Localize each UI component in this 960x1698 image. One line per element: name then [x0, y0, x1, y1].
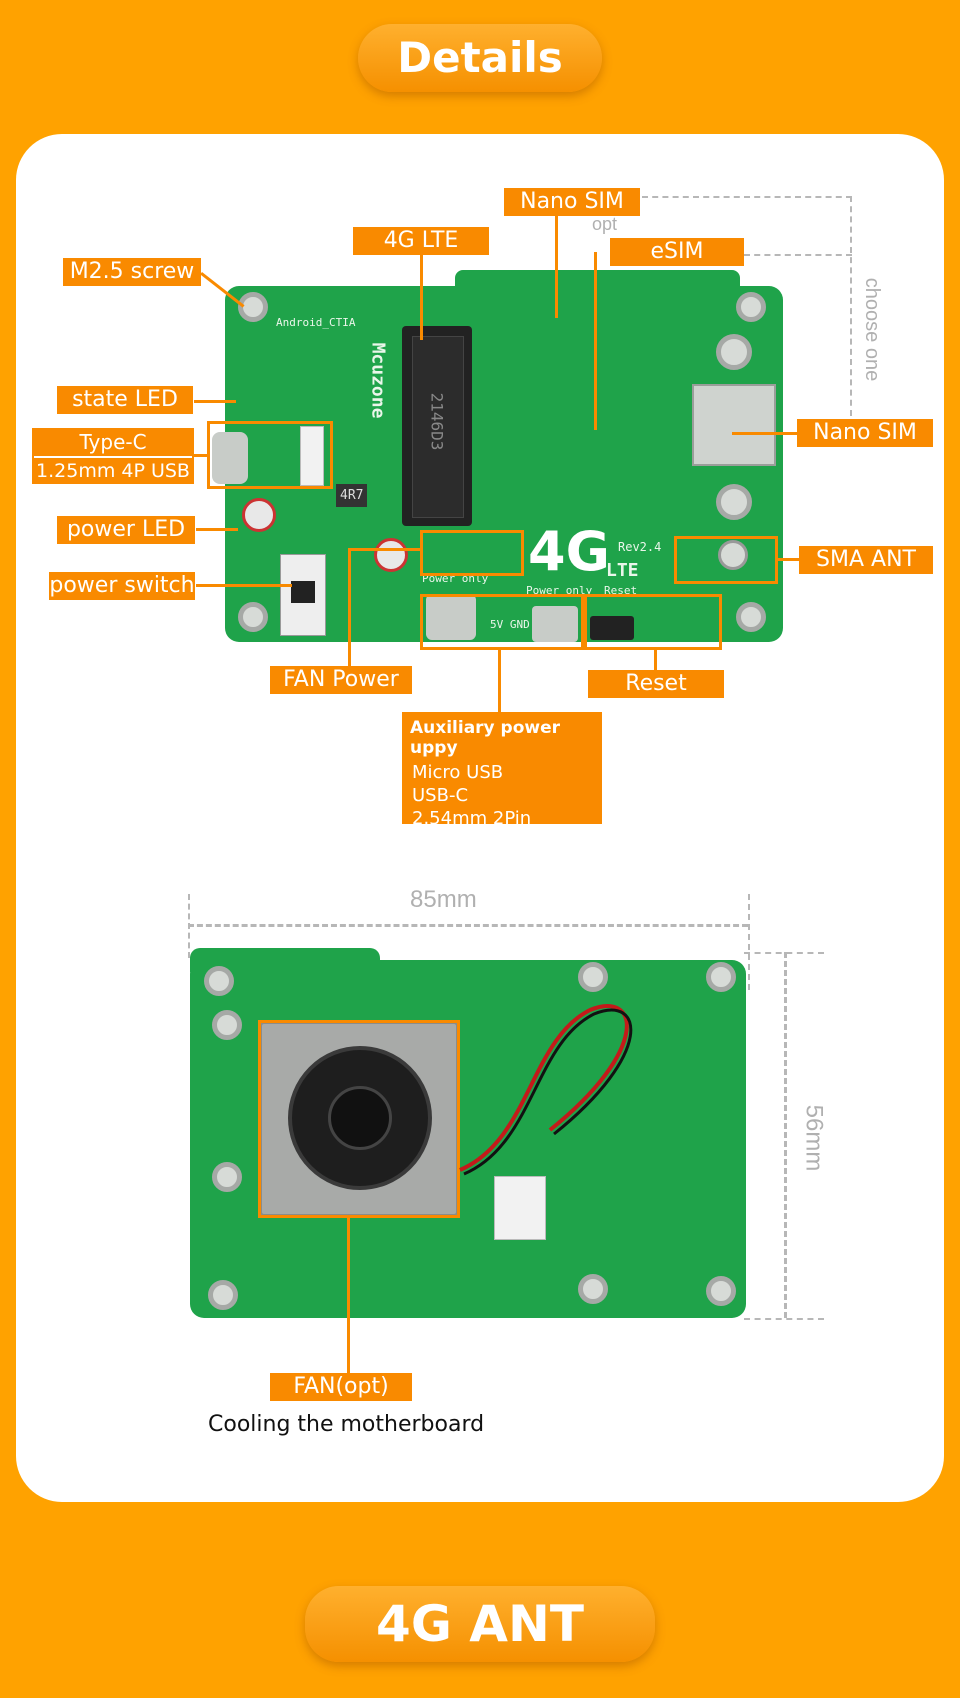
rev-silk: Rev2.4 [618, 540, 662, 554]
aux-item: USB-C [412, 785, 469, 806]
reset-label: Reset [588, 670, 724, 698]
power-only-silk: Power only [526, 584, 593, 597]
leader-line [196, 584, 292, 587]
aux-power-box: Auxiliary power uppy Micro USB USB-C 2.5… [402, 712, 602, 829]
height-dimension-line [784, 952, 789, 1318]
mount-hole-icon [212, 1162, 242, 1192]
reset-button [590, 616, 634, 640]
width-dimension-tick [188, 894, 192, 958]
leader-line [348, 548, 422, 551]
gnd-5v-silk: 5V GND [490, 618, 530, 631]
mount-hole-icon [578, 962, 608, 992]
4g-ant-title: 4G ANT [305, 1586, 655, 1662]
power-led-label: power LED [57, 516, 195, 544]
aux-power-title: Auxiliary power uppy [410, 718, 561, 758]
type-c-highlight [207, 421, 333, 489]
leader-line [732, 432, 798, 435]
power-switch-label: power switch [49, 572, 195, 600]
fan-opt-label: FAN(opt) [270, 1373, 412, 1401]
micro-usb-port [532, 606, 578, 642]
mount-hole-icon [716, 484, 752, 520]
m2-slot: 2146D3 [402, 326, 472, 526]
type-c-label-box: Type-C 1.25mm 4P USB [32, 428, 194, 484]
mount-hole-icon [238, 602, 268, 632]
fan-icon [288, 1046, 432, 1190]
fan-wire [459, 1004, 633, 1176]
nano-sim-top-label: Nano SIM [504, 188, 640, 216]
mount-hole-icon [706, 962, 736, 992]
leader-line [555, 214, 558, 318]
choose-one-bracket [744, 254, 852, 258]
reset-highlight [584, 594, 722, 650]
chip-marking: 2146D3 [427, 392, 447, 451]
choose-one-bracket [642, 196, 852, 200]
leader-line [420, 254, 423, 340]
type-c-label: Type-C [79, 430, 147, 454]
4g-silk: 4G [528, 520, 610, 583]
usb-4p-connector [300, 426, 324, 486]
width-dimension-line [188, 924, 748, 929]
height-dimension-tick [744, 952, 824, 956]
capacitor [242, 498, 276, 532]
leader-line [347, 1218, 350, 1376]
details-title: Details [358, 24, 602, 92]
state-led-label: state LED [57, 386, 193, 414]
leader-line [594, 252, 597, 430]
mount-hole-icon [204, 966, 234, 996]
choose-one-label: choose one [861, 277, 884, 382]
fan-highlight [258, 1020, 460, 1218]
mount-hole-icon [238, 292, 268, 322]
capacitor [374, 538, 408, 572]
width-label: 85mm [410, 886, 477, 913]
choose-one-bracket [850, 196, 854, 416]
android-silk: Android_CTIA [276, 316, 356, 329]
mount-hole-icon [716, 334, 752, 370]
power-switch [280, 554, 326, 636]
mount-hole-icon [212, 1010, 242, 1040]
aux-power-highlight [420, 594, 584, 650]
sma-ant-highlight [674, 536, 778, 584]
nano-sim-right-label: Nano SIM [797, 419, 933, 447]
mount-hole-icon [736, 602, 766, 632]
type-c-port [212, 432, 248, 484]
leader-line [498, 650, 501, 712]
sma-ant-label: SMA ANT [799, 546, 933, 574]
lte-silk: LTE [606, 560, 639, 581]
reset-silk: Reset [604, 584, 638, 597]
fan-connector [494, 1176, 546, 1240]
height-dimension-tick [744, 1318, 824, 1322]
fan-power-highlight [420, 530, 524, 576]
aux-item: 2.54mm 2Pin [412, 808, 532, 829]
height-label: 56mm [800, 1104, 828, 1172]
sma-ant-pad [718, 540, 748, 570]
aux-item: Micro USB [412, 762, 504, 783]
leader-line [348, 548, 351, 666]
brand-silk: Mcuzone [367, 342, 389, 419]
leader-line [194, 454, 208, 457]
mount-hole-icon [578, 1274, 608, 1304]
esim-label: eSIM [610, 238, 744, 266]
m25-screw-label: M2.5 screw [63, 258, 201, 286]
leader-line [778, 558, 800, 561]
usb-c-power-port [426, 594, 476, 640]
sim-slot [692, 384, 776, 466]
mount-hole-icon [706, 1276, 736, 1306]
inductor-silk: 4R7 [336, 484, 368, 507]
leader-line [196, 528, 238, 531]
fan-power-label: FAN Power [270, 666, 412, 694]
width-dimension-tick [748, 894, 752, 990]
fan-caption: Cooling the motherboard [208, 1412, 485, 1437]
opt-label: opt [592, 214, 618, 234]
leader-line [654, 650, 657, 670]
4g-lte-label: 4G LTE [353, 227, 489, 255]
leader-line [194, 400, 236, 403]
usb-4p-label: 1.25mm 4P USB [36, 460, 190, 482]
mount-hole-icon [736, 292, 766, 322]
mount-hole-icon [208, 1280, 238, 1310]
